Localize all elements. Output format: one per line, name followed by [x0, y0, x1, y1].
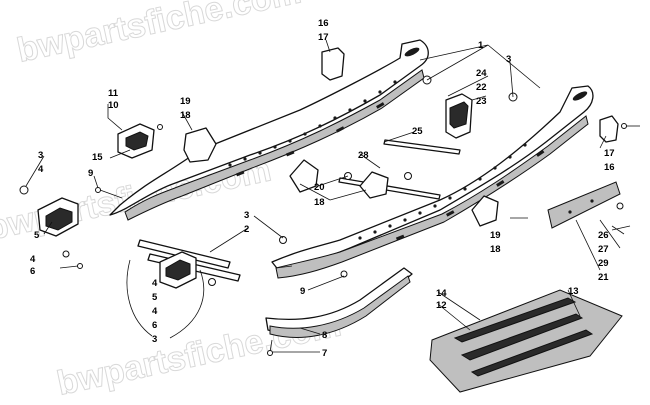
callout-28: 28 — [358, 150, 369, 161]
bracket-22 — [445, 93, 473, 139]
callout-1: 1 — [478, 40, 484, 51]
callout-12: 12 — [436, 300, 447, 311]
bracket-16-left — [321, 47, 345, 81]
plate-18-center — [289, 159, 389, 199]
callout-27: 27 — [598, 244, 609, 255]
callout-4: 4 — [152, 306, 158, 317]
callout-19: 19 — [490, 230, 501, 241]
callout-19: 19 — [180, 96, 191, 107]
wear-strip-21 — [547, 181, 621, 229]
callout-14: 14 — [436, 288, 447, 299]
callout-17: 17 — [318, 32, 329, 43]
callout-7: 7 — [322, 348, 327, 359]
callout-23: 23 — [476, 96, 487, 107]
callout-3: 3 — [244, 210, 249, 221]
leader-lines — [25, 39, 625, 353]
bracket-16-right — [599, 115, 619, 143]
callout-18: 18 — [180, 110, 191, 121]
callout-3: 3 — [506, 54, 511, 65]
callout-5: 5 — [34, 230, 40, 241]
plate-18-right — [471, 195, 499, 227]
callout-8: 8 — [322, 330, 327, 341]
callout-5: 5 — [152, 292, 158, 303]
callout-11: 11 — [108, 88, 119, 99]
front-rail-holes — [358, 91, 588, 241]
callout-18: 18 — [490, 244, 501, 255]
callout-18: 18 — [314, 197, 325, 208]
front-block-left — [37, 197, 79, 237]
callout-15: 15 — [92, 152, 103, 163]
callout-4: 4 — [152, 278, 158, 289]
front-rail — [271, 85, 594, 279]
front-block-lower — [159, 251, 197, 289]
callout-17: 17 — [604, 148, 615, 159]
callout-24: 24 — [476, 68, 487, 79]
callout-4: 4 — [38, 164, 44, 175]
callout-6: 6 — [30, 266, 35, 277]
callout-3: 3 — [38, 150, 43, 161]
callout-3: 3 — [152, 334, 157, 345]
callout-16: 16 — [604, 162, 615, 173]
callout-29: 29 — [598, 258, 609, 269]
callout-10: 10 — [108, 100, 119, 111]
callout-6: 6 — [152, 320, 157, 331]
callout-26: 26 — [598, 230, 609, 241]
callout-21: 21 — [598, 272, 609, 283]
callout-22: 22 — [476, 82, 487, 93]
callout-20: 20 — [314, 182, 325, 193]
callout-16: 16 — [318, 18, 329, 29]
rear-bracket-10 — [117, 123, 155, 159]
track-13 — [429, 289, 623, 393]
callout-13: 13 — [568, 286, 579, 297]
callout-9: 9 — [300, 286, 305, 297]
plate-18-left — [183, 127, 217, 163]
callout-4: 4 — [30, 254, 36, 265]
callout-9: 9 — [88, 168, 93, 179]
slide-8 — [265, 267, 413, 338]
watermark-top: bwpartsfiche.com — [14, 0, 305, 70]
callout-2: 2 — [244, 224, 249, 235]
rear-rail-holes — [228, 47, 420, 177]
callout-labels: 1 3 16 17 24 22 23 25 28 20 18 11 10 19 … — [30, 18, 615, 359]
callout-25: 25 — [412, 126, 423, 137]
